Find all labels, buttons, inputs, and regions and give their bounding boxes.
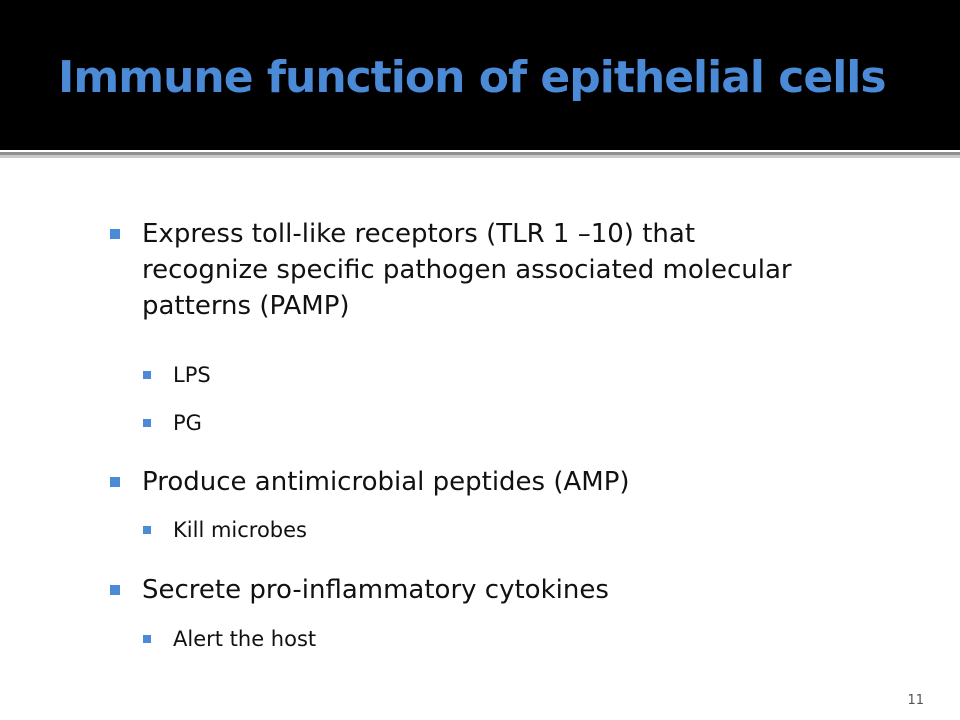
square-bullet-icon	[143, 526, 151, 534]
sub-bullet-text: Kill microbes	[173, 518, 307, 542]
square-bullet-icon	[143, 635, 151, 643]
square-bullet-icon	[110, 477, 120, 487]
square-bullet-icon	[110, 585, 120, 595]
bullet-text: Express toll-like receptors (TLR 1 –10) …	[142, 219, 792, 321]
square-bullet-icon	[110, 229, 120, 239]
bullet-secrete-cytokines: Secrete pro-inflammatory cytokines	[110, 572, 810, 608]
bullet-text: Produce antimicrobial peptides (AMP)	[142, 467, 630, 497]
title-divider	[0, 150, 960, 158]
slide-title: Immune function of epithelial cells	[58, 52, 887, 103]
bullet-produce-amp: Produce antimicrobial peptides (AMP)	[110, 464, 810, 500]
sub-bullet-lps: LPS	[143, 360, 743, 390]
sub-bullet-text: PG	[173, 411, 202, 435]
bullet-express-tlr: Express toll-like receptors (TLR 1 –10) …	[110, 216, 810, 324]
sub-bullet-pg: PG	[143, 408, 743, 438]
page-number: 11	[907, 693, 924, 708]
sub-bullet-alert-host: Alert the host	[143, 624, 743, 654]
square-bullet-icon	[143, 371, 151, 379]
sub-bullet-kill-microbes: Kill microbes	[143, 515, 743, 545]
bullet-text: Secrete pro-inflammatory cytokines	[142, 575, 609, 605]
square-bullet-icon	[143, 419, 151, 427]
slide-body: Express toll-like receptors (TLR 1 –10) …	[0, 158, 960, 720]
sub-bullet-text: Alert the host	[173, 627, 317, 651]
title-bar: Immune function of epithelial cells	[0, 0, 960, 150]
sub-bullet-text: LPS	[173, 363, 211, 387]
